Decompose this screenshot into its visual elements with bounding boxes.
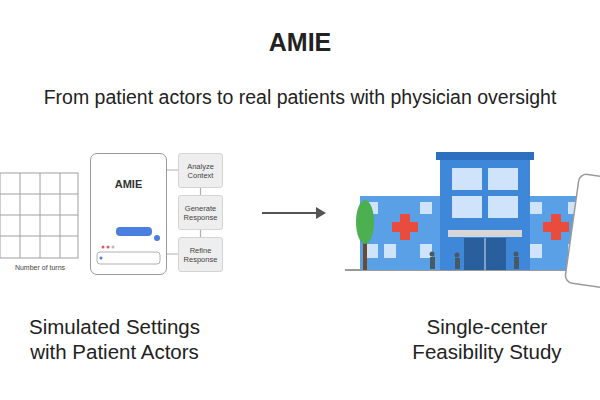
section-caption: Simulated Settings with Patient Actors (12, 314, 217, 364)
flow-arrow (262, 207, 326, 219)
axis-label: Number of turns (0, 264, 80, 271)
node-text: Refine Response (181, 246, 220, 264)
phone-mockup: AMIE (90, 153, 167, 275)
subtitle: From patient actors to real patients wit… (0, 86, 600, 109)
process-box: Analyze Context (178, 153, 223, 188)
hospital-illustration (345, 152, 600, 289)
section-caption: Single-center Feasibility Study (392, 314, 582, 364)
phone-interior (97, 227, 160, 264)
node-text: AMIE (115, 178, 143, 190)
node-text: Generate Response (181, 204, 220, 222)
process-box: Generate Response (178, 195, 223, 230)
process-box: Refine Response (178, 237, 223, 272)
slide-title: AMIE (0, 28, 600, 57)
chart-grid (0, 173, 78, 258)
connector-line (200, 230, 201, 237)
node-text: Analyze Context (181, 162, 220, 180)
bracket-lines (167, 170, 178, 254)
connector-line (200, 188, 201, 195)
